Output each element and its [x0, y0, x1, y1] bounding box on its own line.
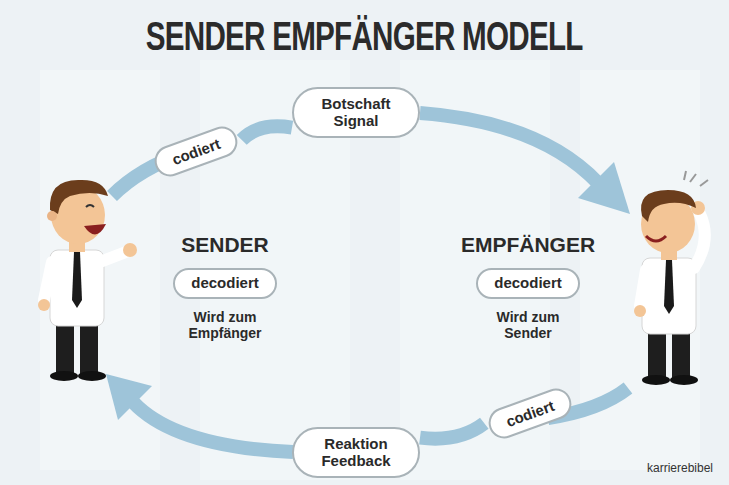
- role-note: Wird zum Sender: [473, 309, 583, 341]
- pill-box: Reaktion Feedback: [292, 427, 420, 478]
- pill-box: Botschaft Signal: [292, 87, 420, 138]
- watermark: karrierebibel: [635, 461, 725, 475]
- receiver-figure: [634, 171, 708, 385]
- cycle-connector: [420, 423, 484, 438]
- pill-box: decodiert: [173, 268, 277, 299]
- arrow-heads: [106, 162, 630, 420]
- cycle-arcs: [112, 113, 628, 452]
- pill-box: decodiert: [476, 268, 580, 299]
- role-note: Wird zum Empfänger: [170, 309, 280, 341]
- cycle-connector: [242, 126, 292, 140]
- title-text: SENDER EMPFÄNGER MODELL: [146, 14, 583, 59]
- diagram-title: SENDER EMPFÄNGER MODELL: [0, 14, 729, 59]
- pill-text: Botschaft Signal: [310, 95, 402, 130]
- sender-figure: [38, 180, 137, 381]
- role-heading: EMPFÄNGER: [443, 233, 613, 257]
- pill-text: Reaktion Feedback: [310, 435, 402, 470]
- pill-text: decodiert: [494, 274, 562, 291]
- pill-text: decodiert: [191, 274, 259, 291]
- role-heading: SENDER: [145, 233, 305, 257]
- background-panels: [40, 60, 700, 480]
